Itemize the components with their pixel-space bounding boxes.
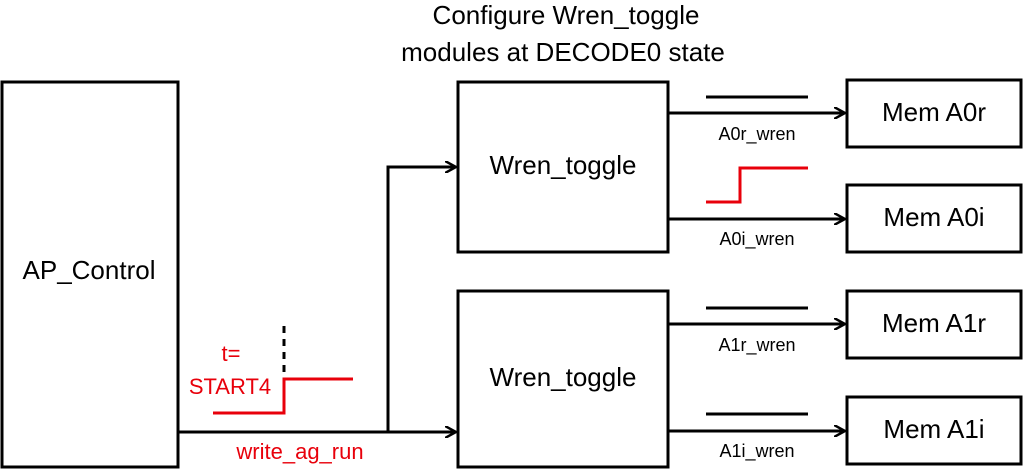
- a1i-wren-label: A1i_wren: [719, 441, 794, 462]
- mem-a0r-block: [845, 78, 1023, 149]
- start4-label: START4: [189, 374, 271, 399]
- a0i-wren-waveform: [706, 166, 808, 204]
- write-ag-run-waveform: [213, 377, 353, 415]
- write-ag-run-wire-top: [386, 167, 455, 432]
- mem-a1r-block: [845, 289, 1023, 360]
- wren-toggle-top-label: Wren_toggle: [490, 150, 637, 180]
- mem-a1i-block: [845, 395, 1023, 466]
- a1r-wren-label: A1r_wren: [718, 335, 795, 356]
- diagram-title-line-2: modules at DECODE0 state: [401, 37, 725, 67]
- a0r-wren-label: A0r_wren: [718, 124, 795, 145]
- mem-a1i-label: Mem A1i: [883, 414, 984, 444]
- wren-toggle-top-block: [456, 80, 670, 254]
- mem-a0r-label: Mem A0r: [882, 97, 986, 127]
- a0i-wren-label: A0i_wren: [719, 229, 794, 250]
- wren-toggle-bottom-block: [456, 289, 670, 469]
- wren-toggle-bottom-label: Wren_toggle: [490, 362, 637, 392]
- diagram-title-line-1: Configure Wren_toggle: [433, 0, 700, 30]
- mem-a0i-block: [845, 183, 1023, 254]
- ap-control-block: [0, 80, 180, 469]
- mem-a0i-label: Mem A0i: [883, 202, 984, 232]
- t-label: t=: [222, 341, 241, 366]
- mem-a1r-label: Mem A1r: [882, 308, 986, 338]
- ap-control-label: AP_Control: [23, 255, 156, 285]
- write-ag-run-label: write_ag_run: [235, 439, 363, 464]
